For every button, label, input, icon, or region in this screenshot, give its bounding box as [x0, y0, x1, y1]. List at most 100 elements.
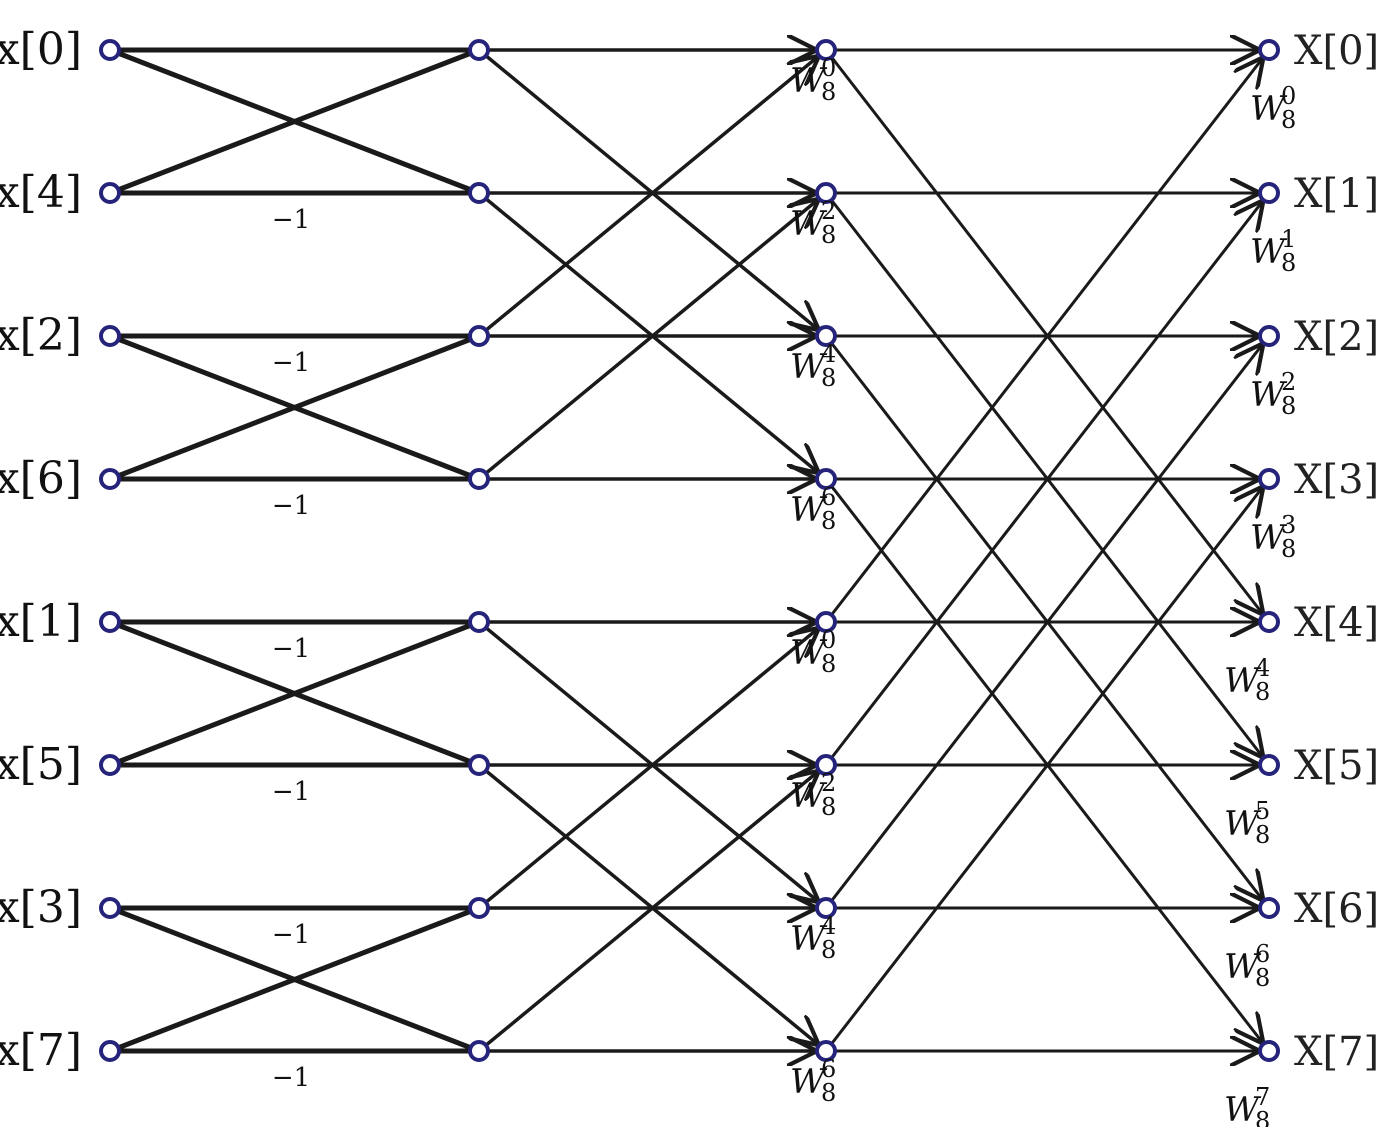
stage2-twiddle: W48 [790, 912, 836, 964]
negation-label: −1 [272, 348, 310, 378]
stage1-edge [115, 622, 474, 765]
twiddle-subscript: 8 [821, 936, 836, 964]
twiddle-exponent: 4 [821, 340, 836, 368]
twiddle-subscript: 8 [1281, 106, 1296, 134]
twiddle-subscript: 8 [821, 78, 836, 106]
stage3-twiddle: W58 [1224, 797, 1270, 849]
twiddle-subscript: 8 [1281, 535, 1296, 563]
node-stage2-row6 [815, 897, 837, 919]
stage3-twiddle: W78 [1224, 1083, 1270, 1127]
twiddle-base: W [1224, 1090, 1262, 1127]
twiddle-base: W [790, 490, 828, 530]
stage1-edge [115, 336, 474, 479]
twiddle-subscript: 8 [821, 221, 836, 249]
node-stage1-row4 [468, 611, 490, 633]
node-stage3-row4 [1258, 611, 1280, 633]
node-stage0-row4 [99, 611, 121, 633]
node-stage3-row2 [1258, 325, 1280, 347]
stage2-twiddle: W08 [790, 54, 836, 106]
twiddle-base: W [1250, 232, 1288, 272]
twiddle-exponent: 4 [821, 912, 836, 940]
input-label: x[0] [0, 24, 82, 75]
stage2-edge [484, 771, 819, 1048]
twiddle-exponent: 1 [1281, 225, 1296, 253]
node-stage2-row4 [815, 611, 837, 633]
stage3-edge [830, 486, 1264, 1046]
node-stage1-row5 [468, 754, 490, 776]
twiddle-exponent: 0 [821, 626, 836, 654]
output-label: X[6] [1294, 886, 1379, 932]
stage2-twiddle: W08 [790, 626, 836, 678]
twiddle-exponent: 2 [1281, 368, 1296, 396]
twiddle-base: W [1250, 518, 1288, 558]
twiddle-base: W [1250, 89, 1288, 129]
output-label: X[2] [1294, 314, 1379, 360]
stage2-twiddle: W68 [790, 1055, 836, 1107]
node-stage0-row2 [99, 325, 121, 347]
output-label: X[4] [1294, 600, 1379, 646]
output-label: X[5] [1294, 743, 1379, 789]
stage3-twiddle: W28 [1250, 368, 1296, 420]
negation-label: −1 [272, 491, 310, 521]
negation-label: −1 [272, 777, 310, 807]
twiddle-exponent: 6 [821, 483, 836, 511]
twiddle-subscript: 8 [1255, 821, 1270, 849]
twiddle-exponent: 3 [1281, 511, 1296, 539]
node-stage0-row1 [99, 182, 121, 204]
twiddle-subscript: 8 [1281, 249, 1296, 277]
input-label: x[6] [0, 453, 82, 504]
node-stage1-row3 [468, 468, 490, 490]
input-label: x[3] [0, 882, 82, 933]
edges-layer [115, 50, 1264, 1051]
node-stage1-row0 [468, 39, 490, 61]
twiddle-base: W [790, 347, 828, 387]
twiddle-exponent: 2 [821, 769, 836, 797]
output-label: X[3] [1294, 457, 1379, 503]
node-stage3-row3 [1258, 468, 1280, 490]
twiddle-subscript: 8 [1281, 392, 1296, 420]
nodes-layer [99, 39, 1280, 1062]
twiddle-exponent: 2 [821, 197, 836, 225]
twiddle-base: W [790, 919, 828, 959]
node-stage3-row1 [1258, 182, 1280, 204]
stage3-twiddle: W18 [1250, 225, 1296, 277]
node-stage0-row0 [99, 39, 121, 61]
output-label: X[7] [1294, 1029, 1379, 1075]
stage2-edge [484, 199, 819, 476]
node-stage1-row6 [468, 897, 490, 919]
twiddle-exponent: 6 [1255, 940, 1270, 968]
node-stage0-row3 [99, 468, 121, 490]
node-stage2-row2 [815, 325, 837, 347]
output-label: X[0] [1294, 28, 1379, 74]
input-label: x[5] [0, 739, 82, 790]
negation-label: −1 [272, 920, 310, 950]
node-stage0-row5 [99, 754, 121, 776]
node-stage2-row5 [815, 754, 837, 776]
twiddle-base: W [1224, 661, 1262, 701]
twiddle-base: W [790, 61, 828, 101]
negation-label: −1 [272, 634, 310, 664]
stage2-twiddle: W28 [790, 769, 836, 821]
twiddle-exponent: 0 [1281, 82, 1296, 110]
input-label: x[4] [0, 167, 82, 218]
node-stage1-row7 [468, 1040, 490, 1062]
twiddle-exponent: 0 [821, 54, 836, 82]
twiddle-base: W [790, 204, 828, 244]
stage2-twiddle: W68 [790, 483, 836, 535]
node-stage2-row3 [815, 468, 837, 490]
stage1-edge [115, 908, 474, 1051]
twiddle-base: W [1224, 804, 1262, 844]
twiddle-subscript: 8 [821, 650, 836, 678]
negation-label: −1 [272, 1063, 310, 1093]
node-stage2-row0 [815, 39, 837, 61]
node-stage3-row0 [1258, 39, 1280, 61]
twiddle-subscript: 8 [821, 1079, 836, 1107]
node-stage0-row6 [99, 897, 121, 919]
node-stage2-row7 [815, 1040, 837, 1062]
twiddle-base: W [790, 776, 828, 816]
labels-layer: x[0]x[4]x[2]x[6]x[1]x[5]x[3]x[7]X[0]X[1]… [0, 24, 1379, 1127]
twiddle-base: W [1250, 375, 1288, 415]
node-stage1-row1 [468, 182, 490, 204]
stage1-edge [115, 50, 474, 193]
